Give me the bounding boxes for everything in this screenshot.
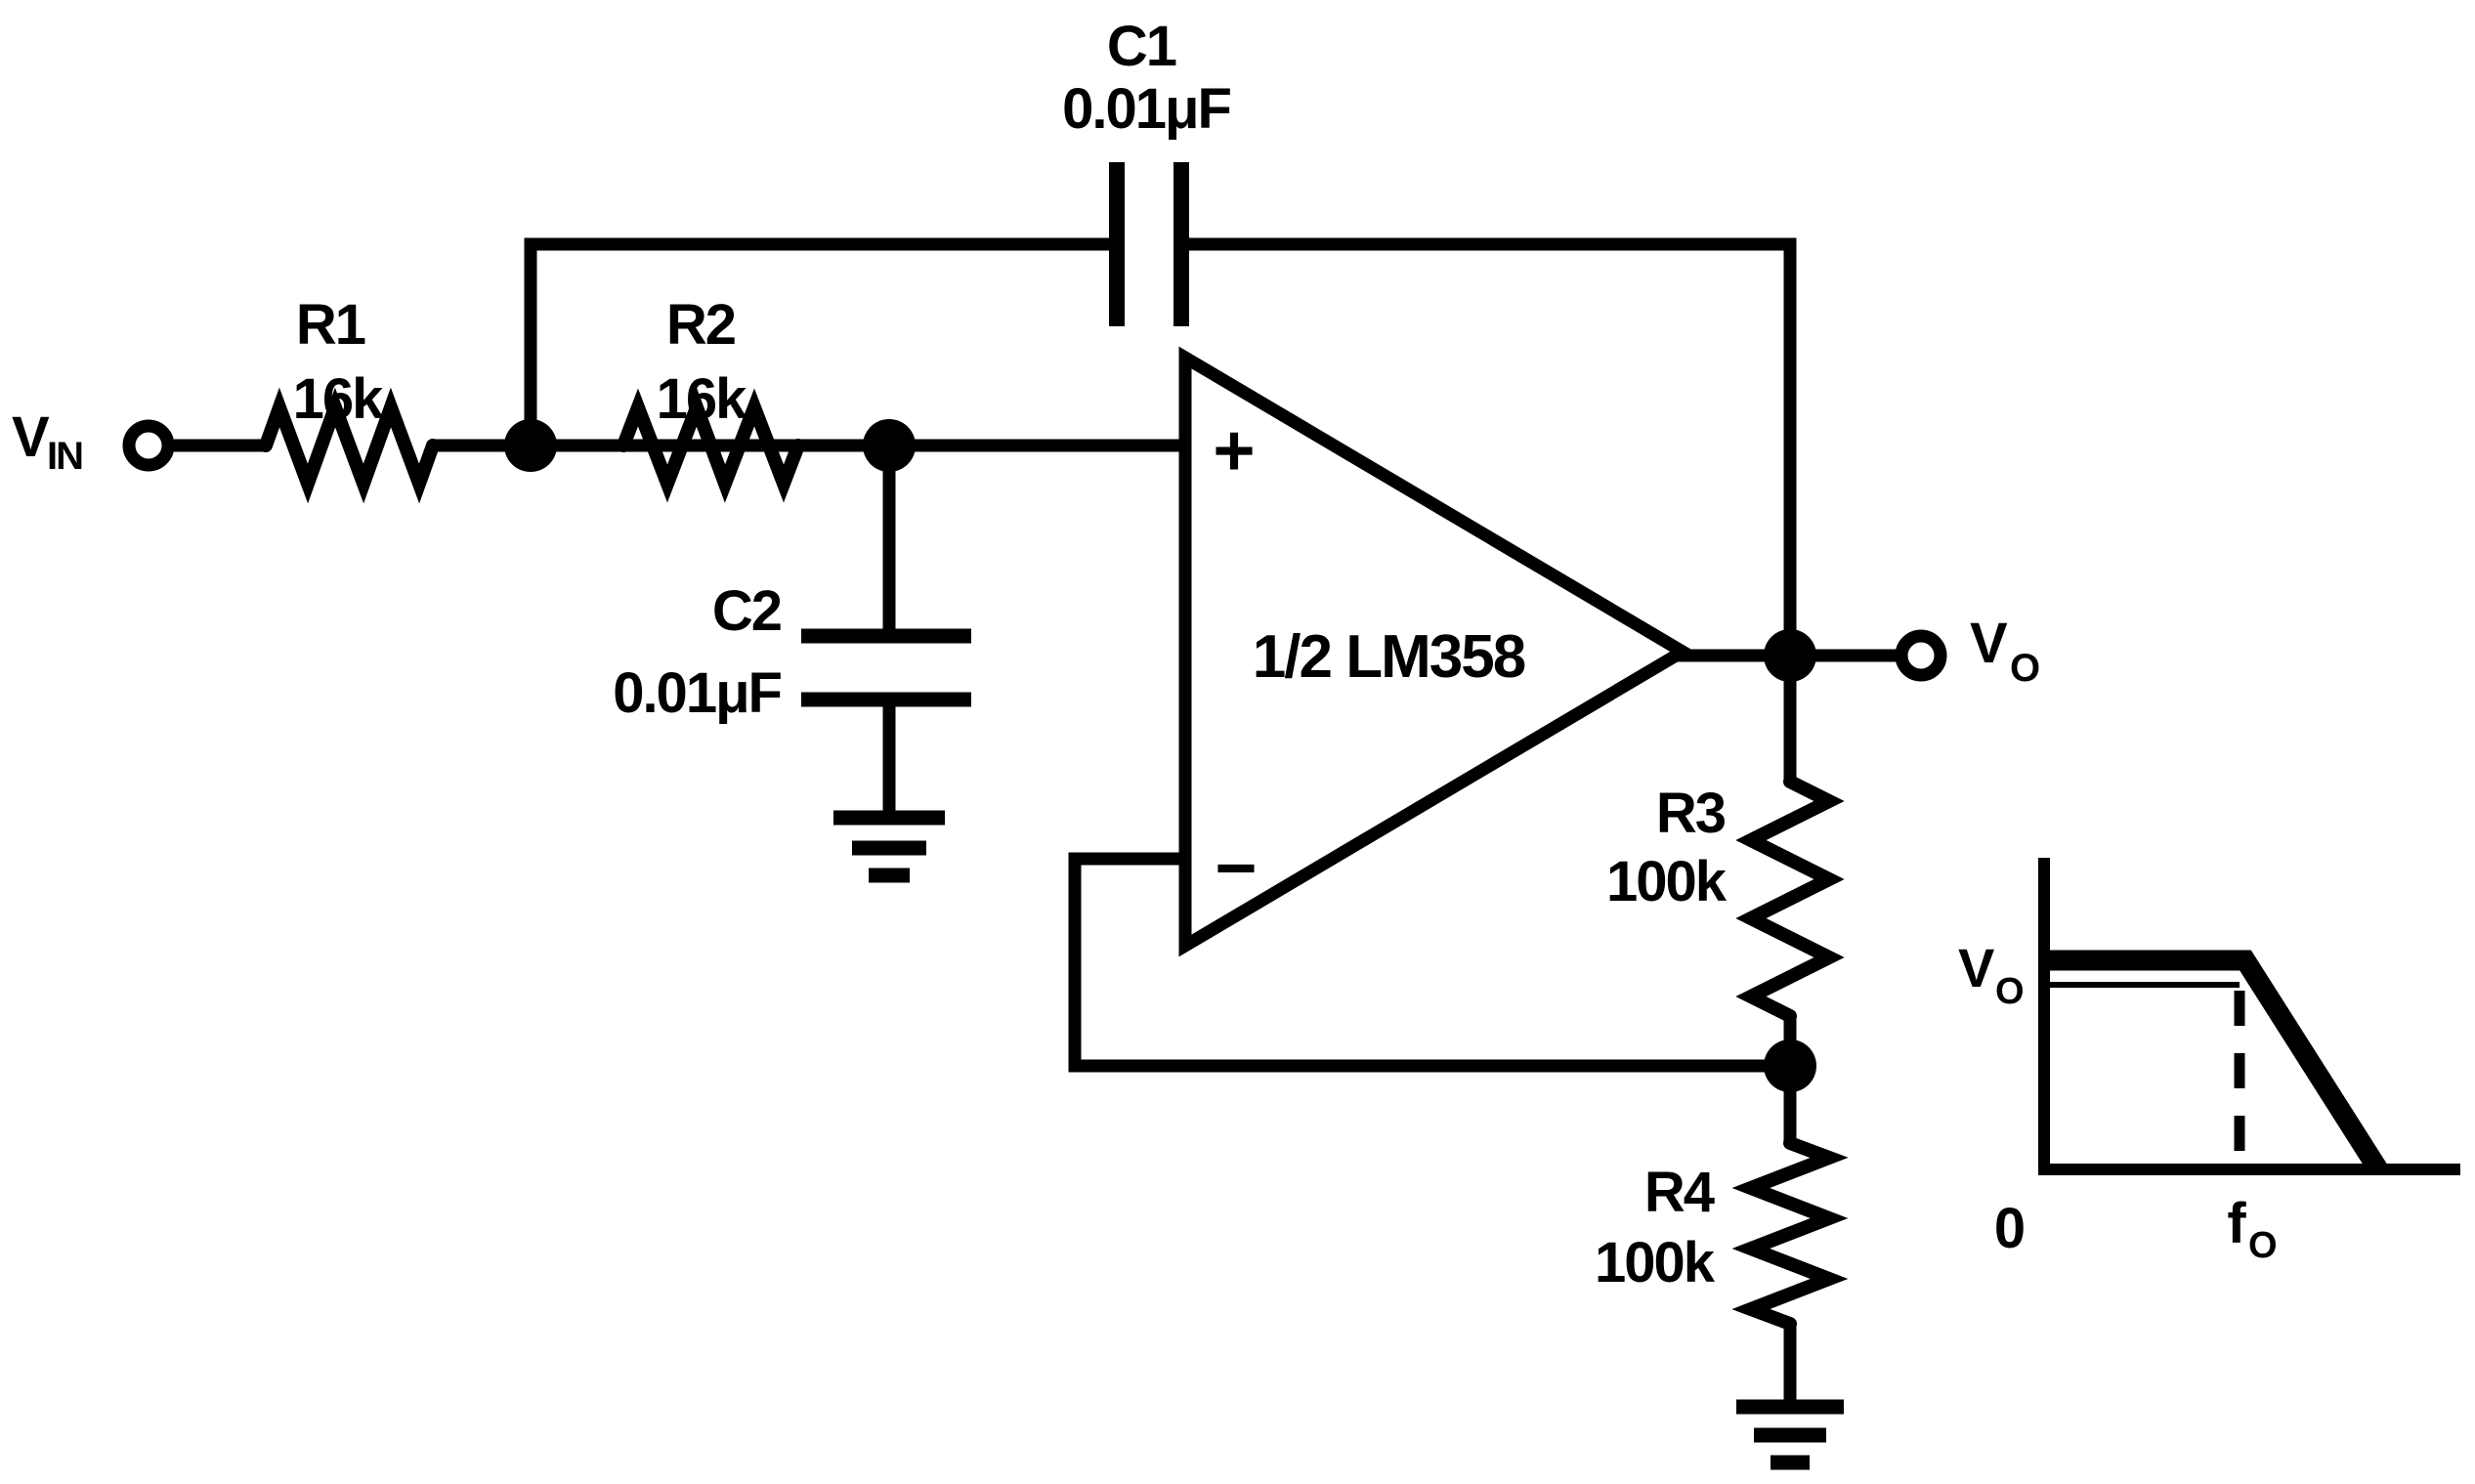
vout-label-subscript: O — [2010, 647, 2039, 690]
opamp-minus-sign: − — [1215, 827, 1255, 909]
r3-designator: R3 — [1656, 782, 1726, 845]
junction-dot-r3-r4 — [1764, 1039, 1816, 1092]
r2-value: 16k — [657, 367, 748, 431]
wire-feedback-top-right — [1189, 237, 1797, 662]
vin-terminal-circle — [122, 419, 175, 472]
resistor-r2 — [617, 388, 805, 503]
graph-ylabel: V — [1958, 937, 1994, 998]
frequency-response-graph: V O 0 f O — [1958, 858, 2460, 1266]
vout-label: V — [1970, 612, 2008, 675]
r3-value: 100k — [1606, 850, 1728, 913]
graph-origin-label: 0 — [1994, 1197, 2024, 1260]
vin-label: V — [12, 405, 50, 469]
graph-response-curve — [2038, 950, 2387, 1175]
ground-symbol-c2 — [833, 810, 945, 883]
junction-dot-r2-c2 — [863, 419, 916, 472]
graph-xlabel: f — [2227, 1192, 2246, 1255]
r1-value: 16k — [293, 367, 385, 431]
graph-axes — [2038, 858, 2460, 1175]
capacitor-c1 — [1109, 162, 1189, 326]
r2-designator: R2 — [666, 293, 735, 357]
c1-designator: C1 — [1107, 15, 1176, 78]
resistor-r4 — [1731, 1136, 1849, 1331]
resistor-r3 — [1735, 775, 1845, 1023]
vin-label-subscript: IN — [47, 435, 82, 478]
vout-terminal-circle — [1895, 629, 1947, 682]
graph-xlabel-subscript: O — [2248, 1225, 2276, 1266]
opamp-plus-sign: + — [1213, 410, 1253, 491]
junction-dot-output — [1764, 629, 1816, 682]
capacitor-c2 — [801, 628, 971, 707]
wire-inverting-feedback — [1068, 852, 1796, 1073]
opamp-label: 1/2 LM358 — [1253, 623, 1525, 691]
c1-value: 0.01μF — [1062, 77, 1230, 141]
r1-designator: R1 — [296, 293, 365, 357]
c2-value: 0.01μF — [613, 661, 781, 725]
junction-dot-r1-r2 — [504, 419, 557, 472]
ground-symbol-r4 — [1736, 1399, 1844, 1470]
wire-feedback-top-left — [524, 237, 1109, 451]
opamp-triangle — [1178, 346, 1695, 957]
r4-designator: R4 — [1644, 1161, 1715, 1224]
graph-ylabel-subscript: O — [1995, 971, 2023, 1012]
r4-value: 100k — [1595, 1231, 1716, 1294]
resistor-r1 — [259, 387, 440, 504]
c2-designator: C2 — [712, 579, 781, 643]
labels: V IN R1 16k R2 16k C1 0.01μF C2 0.01μF R… — [12, 15, 2041, 1294]
wires — [174, 237, 1899, 1400]
